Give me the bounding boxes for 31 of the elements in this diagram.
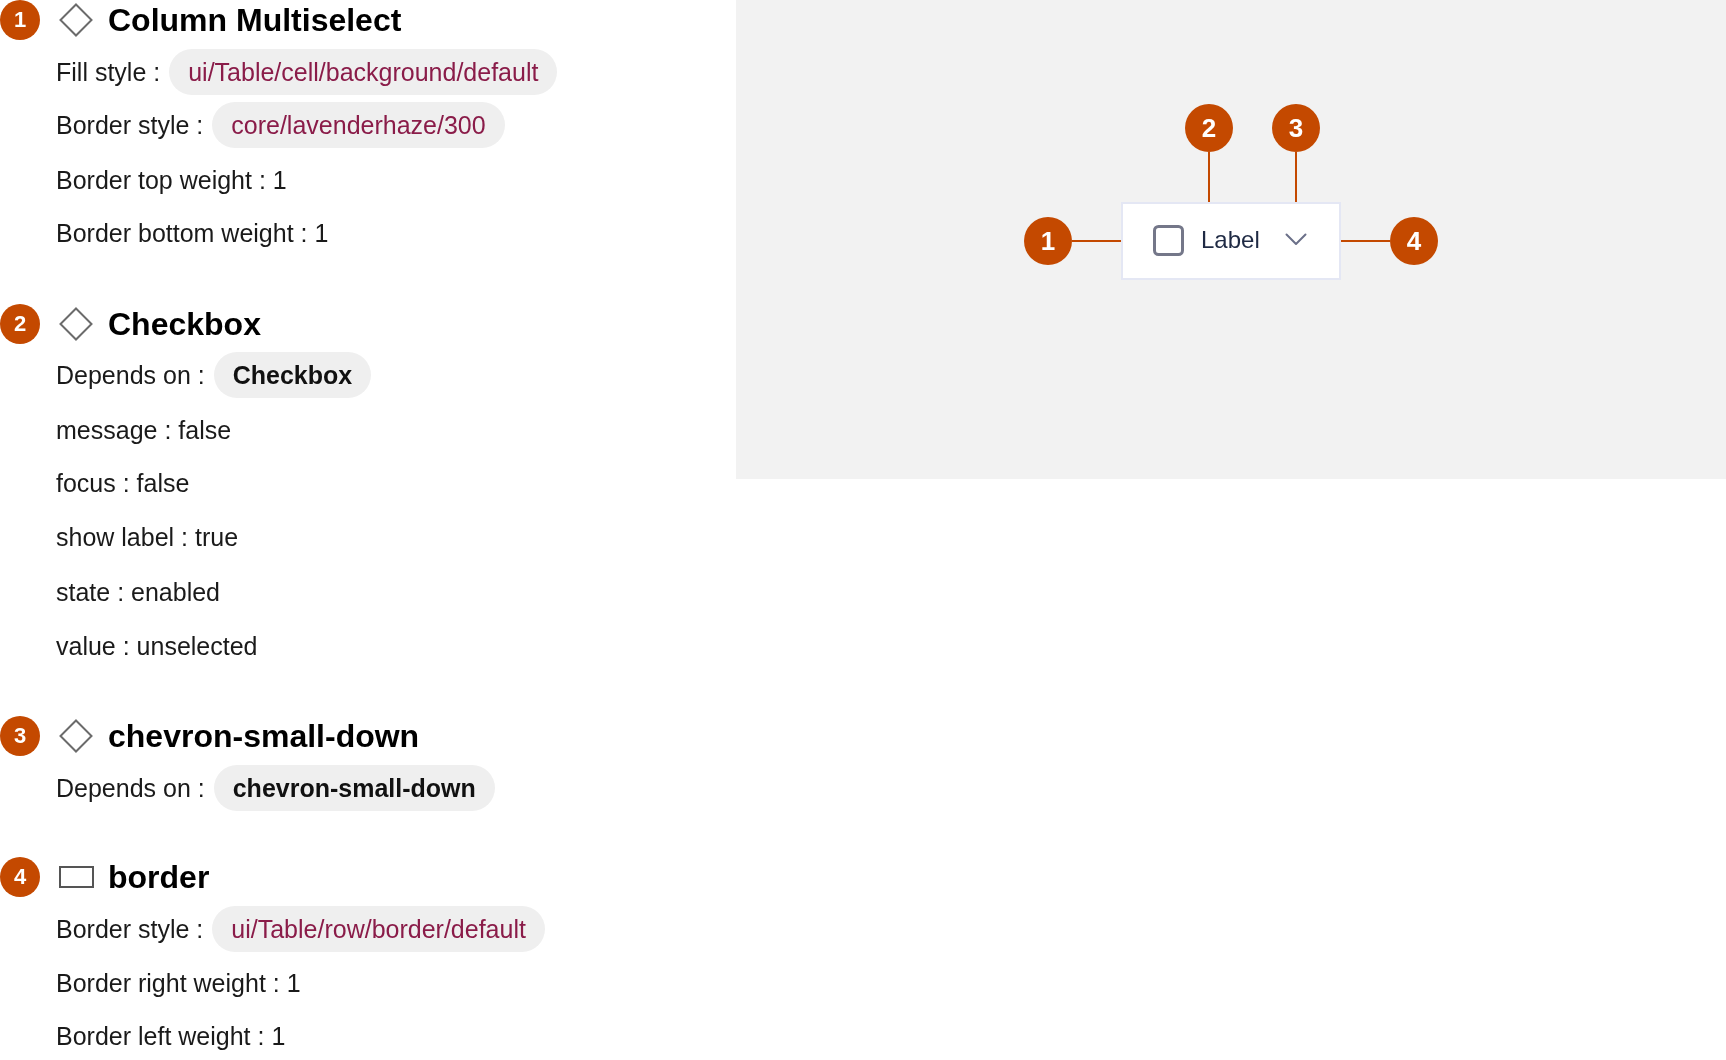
callout-number: 2 [0,304,40,344]
callout-number: 3 [0,716,40,756]
section-heading: border [108,858,210,896]
leader-line [1071,240,1122,242]
property-text: Border left weight : 1 [56,1021,286,1051]
property-text: message : false [56,415,232,445]
leader-line [1340,240,1391,242]
table-cell [1121,202,1341,280]
property-text: show label : true [56,522,239,552]
section-heading: Checkbox [108,305,261,343]
callout-number: 1 [0,0,40,40]
property-text: Border right weight : 1 [56,968,301,998]
property-text: Border bottom weight : 1 [56,218,329,248]
property-text: Depends on : [56,360,205,390]
callout-number: 4 [0,857,40,897]
property-text: Fill style : [56,57,161,87]
property-text: Depends on : [56,773,205,803]
style-token-chip: ui/Table/cell/background/default [169,49,558,95]
section-heading: Column Multiselect [108,1,402,39]
property-text: Border style : [56,914,204,944]
section-heading: chevron-small-down [108,717,420,755]
property-text: value : unselected [56,631,258,661]
property-text: Border style : [56,110,204,140]
property-text: Border top weight : 1 [56,165,287,195]
dependency-chip: Checkbox [213,352,372,398]
style-token-chip: ui/Table/row/border/default [212,906,545,952]
checkbox: Label [1153,224,1260,256]
style-token-chip: core/lavenderhaze/300 [212,102,505,148]
property-text: focus : false [56,468,190,498]
property-text: state : enabled [56,577,220,607]
dependency-chip: chevron-small-down [213,765,495,811]
